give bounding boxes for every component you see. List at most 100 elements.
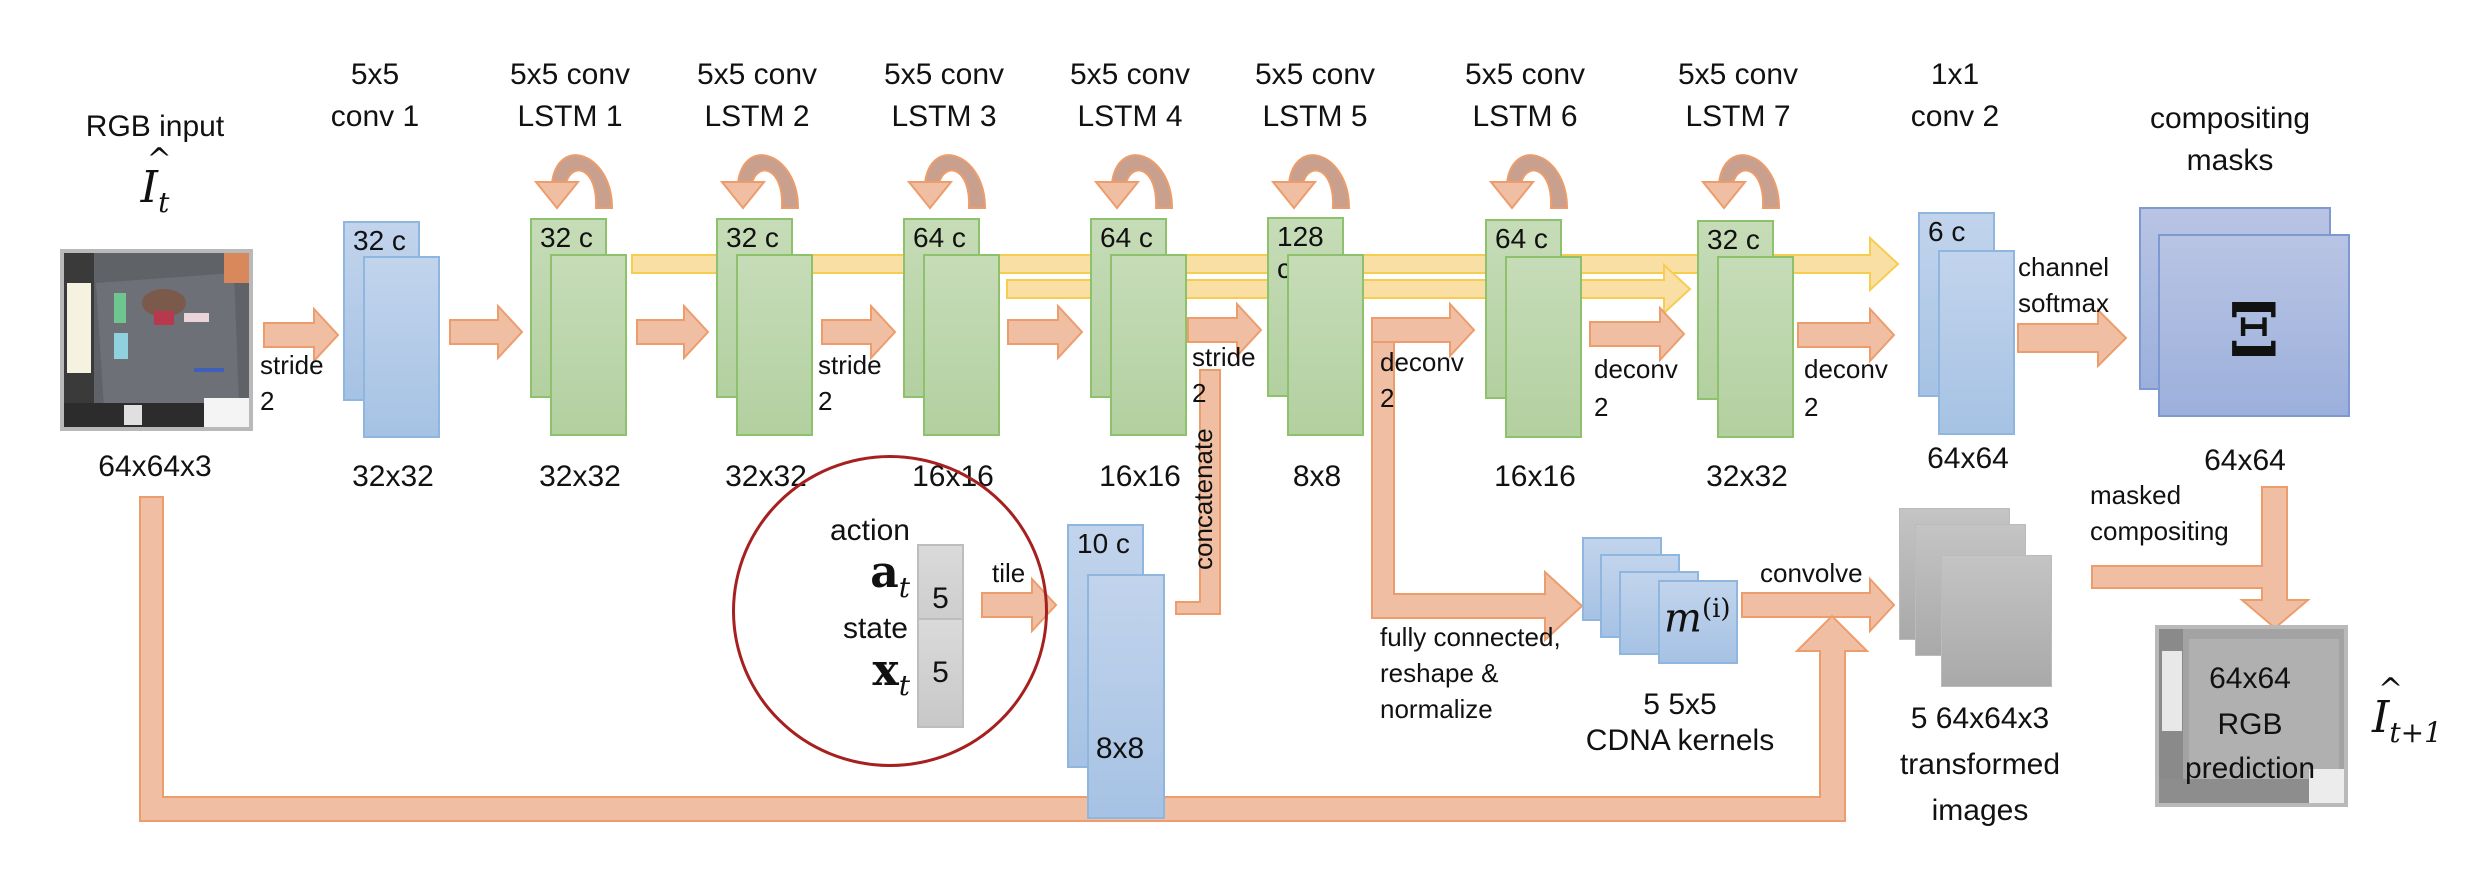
state-label: state xyxy=(842,612,908,645)
conv2-channels: 6 c xyxy=(1928,216,1966,247)
mask-front: Ξ xyxy=(2158,234,2350,417)
edge-label-deconv-l6-l7-value: 2 xyxy=(1594,392,1609,422)
action-state-highlight-circle xyxy=(732,455,1048,767)
lstm7-size: 32x32 xyxy=(1706,460,1788,493)
conv2-title-line2: conv 2 xyxy=(1910,100,2000,133)
conv1-size: 32x32 xyxy=(352,460,434,493)
fc-label-line3: normalize xyxy=(1380,694,1493,724)
lstm2-block-front xyxy=(736,254,813,436)
edge-label-stride-l4-l5-value: 2 xyxy=(1192,378,1207,408)
output-line2: RGB xyxy=(2217,708,2283,741)
edge-label-deconv-l7-c2-value: 2 xyxy=(1804,392,1819,422)
conv1-block-front xyxy=(363,256,440,438)
lstm3-title-line2: LSTM 3 xyxy=(891,100,997,133)
tiled-size: 8x8 xyxy=(1095,732,1145,765)
recurrent-arrowhead-lstm7 xyxy=(1700,181,1748,210)
recurrent-arrowhead-lstm4 xyxy=(1093,181,1141,210)
lstm5-block-front xyxy=(1287,254,1364,436)
transformed-line2: transformed xyxy=(1899,748,2061,781)
masked-label: masked xyxy=(2090,480,2182,510)
lstm5-channels: 128 c xyxy=(1277,221,1324,284)
masks-size: 64x64 xyxy=(2204,444,2286,477)
fc-label-line1: fully connected, xyxy=(1380,622,1561,652)
arrow-input-skip-to-convolve xyxy=(139,496,1870,822)
recurrent-arrowhead-lstm6 xyxy=(1488,181,1536,210)
lstm1-block-front xyxy=(550,254,627,436)
lstm6-size: 16x16 xyxy=(1494,460,1576,493)
edge-label-deconv-l7-c2: deconv xyxy=(1804,354,1888,384)
lstm6-title-line1: 5x5 conv xyxy=(1464,58,1586,91)
conv2-size: 64x64 xyxy=(1927,442,2009,475)
arrow-lstm6-to-lstm7 xyxy=(1589,305,1686,363)
cdna-kernel-4: m(i) xyxy=(1658,580,1738,664)
arrow-lstm3-to-lstm4 xyxy=(1007,303,1084,361)
transformed-line3: images xyxy=(1931,794,2029,827)
lstm4-channels: 64 c xyxy=(1100,222,1153,253)
lstm6-title-line2: LSTM 6 xyxy=(1472,100,1578,133)
edge-label-stride-l4-l5: stride xyxy=(1192,342,1256,372)
xi-symbol: Ξ xyxy=(2227,288,2281,374)
masks-title-line1: compositing xyxy=(2149,102,2311,135)
cdna-count: 5 5x5 xyxy=(1643,688,1717,721)
input-size: 64x64x3 xyxy=(98,450,212,483)
lstm7-channels: 32 c xyxy=(1707,224,1760,255)
edge-label-stride-l2-l3-value: 2 xyxy=(818,386,833,416)
input-frame-image xyxy=(60,249,253,431)
predicted-scene-image xyxy=(2159,629,2344,803)
lstm2-title-line2: LSTM 2 xyxy=(704,100,810,133)
lstm2-title-line1: 5x5 conv xyxy=(696,58,818,91)
edge-label-stride-l2-l3: stride xyxy=(818,350,882,380)
lstm5-title-line2: LSTM 5 xyxy=(1262,100,1368,133)
lstm1-channels: 32 c xyxy=(540,222,593,253)
transformed-image-3 xyxy=(1941,555,2052,687)
arrow-input-to-conv1 xyxy=(263,306,340,364)
lstm7-block-front xyxy=(1717,256,1794,438)
lstm6-channels: 64 c xyxy=(1495,223,1548,254)
output-line3: prediction xyxy=(2184,752,2316,785)
action-label: action xyxy=(829,514,910,547)
conv1-channels: 32 c xyxy=(353,225,406,256)
arrow-conv1-to-lstm1 xyxy=(449,303,524,361)
recurrent-arrowhead-lstm2 xyxy=(719,181,767,210)
input-symbol: ^ It xyxy=(110,142,200,231)
conv2-title-line1: 1x1 xyxy=(1930,58,1980,91)
edge-label-deconv-l6-l7: deconv xyxy=(1594,354,1678,384)
lstm4-block-front xyxy=(1110,254,1187,436)
action-symbol: at xyxy=(870,547,910,604)
lstm6-block-front xyxy=(1505,256,1582,438)
edge-label-deconv-l5-l6: deconv xyxy=(1380,347,1464,377)
robot-scene-image xyxy=(64,253,249,427)
arrow-lstm1-to-lstm2 xyxy=(636,303,710,361)
state-symbol: xt xyxy=(872,645,911,702)
compositing-label: compositing xyxy=(2090,516,2229,546)
arrow-conv2-to-masks xyxy=(2017,307,2128,369)
conv1-title-line1: 5x5 xyxy=(350,58,400,91)
lstm1-size: 32x32 xyxy=(539,460,621,493)
convolve-label: convolve xyxy=(1760,558,1863,588)
recurrent-arrowhead-lstm3 xyxy=(906,181,954,210)
lstm1-title-line2: LSTM 1 xyxy=(517,100,623,133)
masks-title-line2: masks xyxy=(2186,144,2274,177)
arrow-lstm4-to-lstm5 xyxy=(1187,301,1263,359)
arrow-masked-compositing xyxy=(2091,486,2311,630)
transformed-line1: 5 64x64x3 xyxy=(1910,702,2050,735)
lstm7-title-line2: LSTM 7 xyxy=(1685,100,1791,133)
tile-label: tile xyxy=(992,558,1026,588)
lstm5-size: 8x8 xyxy=(1292,460,1342,493)
edge-label-softmax: softmax xyxy=(2018,288,2110,318)
lstm1-title-line1: 5x5 conv xyxy=(509,58,631,91)
hat-accent: ^ xyxy=(146,142,172,177)
output-symbol: ^It+1 xyxy=(2372,672,2482,761)
lstm4-title-line2: LSTM 4 xyxy=(1077,100,1183,133)
concatenate-label: concatenate xyxy=(1188,428,1218,570)
skip-connection-lstm1-to-conv2 xyxy=(631,235,1900,293)
lstm4-size: 16x16 xyxy=(1099,460,1181,493)
tiled-front xyxy=(1087,574,1165,819)
state-vector: 5 xyxy=(917,618,964,728)
conv1-title-line2: conv 1 xyxy=(330,100,420,133)
input-stride-value: 2 xyxy=(260,386,275,416)
kernel-symbol: m(i) xyxy=(1664,594,1731,642)
arrow-lstm7-to-conv2 xyxy=(1797,306,1896,364)
output-line1: 64x64 xyxy=(2209,662,2291,695)
lstm7-title-line1: 5x5 conv xyxy=(1677,58,1799,91)
